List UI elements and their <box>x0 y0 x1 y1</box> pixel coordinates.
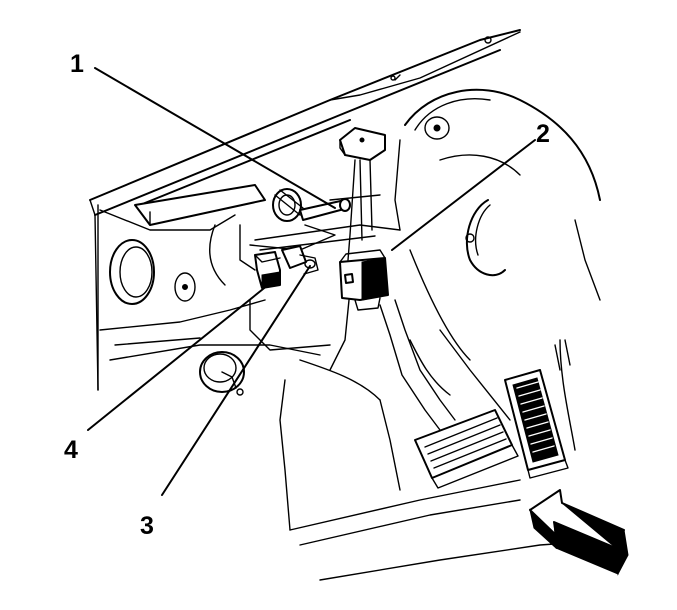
floor-panel <box>109 289 611 581</box>
switch-item-4 <box>254 251 281 289</box>
firewall-panel <box>97 204 266 391</box>
callout-2: 2 <box>536 120 550 148</box>
leader-3 <box>161 265 311 496</box>
switch-item-2 <box>339 249 389 311</box>
leader-2 <box>391 139 536 251</box>
retainer-item-3 <box>281 245 319 275</box>
leader-4 <box>87 284 269 431</box>
callout-3: 3 <box>140 512 154 540</box>
dash-panel <box>89 29 521 391</box>
leader-1 <box>94 67 336 209</box>
kick-panel <box>394 88 601 451</box>
direction-arrow-icon <box>529 489 629 576</box>
callout-4: 4 <box>64 436 78 464</box>
callout-1: 1 <box>70 50 84 78</box>
spring-rod-assembly <box>249 188 351 251</box>
brake-pedal <box>379 299 519 489</box>
callout-leaders <box>87 67 536 496</box>
accelerator-pedal <box>504 339 571 479</box>
